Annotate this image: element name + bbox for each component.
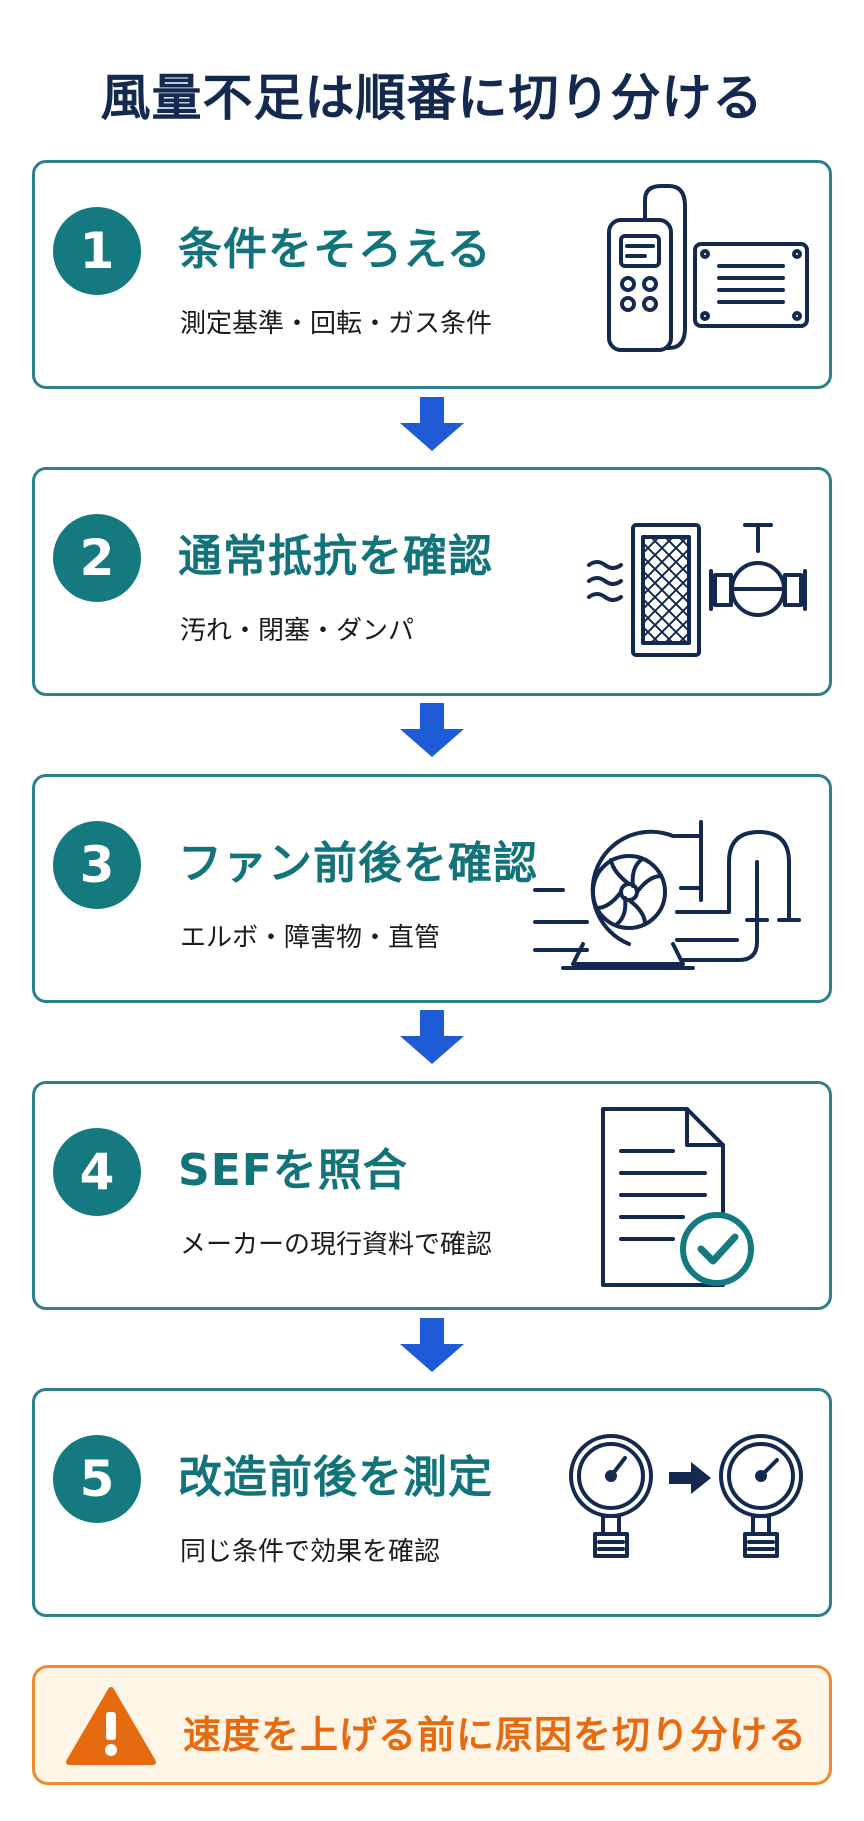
step-number-badge: 2 bbox=[53, 514, 141, 602]
step-description: メーカーの現行資料で確認 bbox=[180, 1230, 493, 1260]
down-arrow-icon bbox=[400, 1318, 464, 1372]
down-arrow-icon bbox=[400, 1010, 464, 1064]
step-card-1: 1 条件をそろえる 測定基準・回転・ガス条件 bbox=[32, 160, 832, 389]
step-number-badge: 4 bbox=[53, 1128, 141, 1216]
down-arrow-icon bbox=[400, 397, 464, 451]
step-heading: ファン前後を確認 bbox=[178, 838, 538, 889]
step-card-4: 4 SEFを照合 メーカーの現行資料で確認 bbox=[32, 1081, 832, 1310]
step-heading: 通常抵抗を確認 bbox=[178, 531, 493, 582]
page-title: 風量不足は順番に切り分ける bbox=[100, 69, 764, 127]
step-description: 同じ条件で効果を確認 bbox=[180, 1537, 441, 1567]
step-number-badge: 1 bbox=[53, 207, 141, 295]
down-arrow-icon bbox=[400, 703, 464, 757]
step-heading: 条件をそろえる bbox=[178, 224, 492, 275]
gauge-comparison-icon bbox=[569, 1434, 803, 1558]
warning-banner: 速度を上げる前に原因を切り分ける bbox=[32, 1665, 832, 1785]
step-card-3: 3 ファン前後を確認 エルボ・障害物・直管 bbox=[32, 774, 832, 1003]
step-card-5: 5 改造前後を測定 同じ条件で効果を確認 bbox=[32, 1388, 832, 1617]
step-heading: 改造前後を測定 bbox=[178, 1452, 493, 1503]
filter-and-damper-icon bbox=[587, 523, 807, 657]
fan-and-elbow-icon bbox=[533, 820, 801, 970]
step-number-badge: 3 bbox=[53, 821, 141, 909]
step-description: 汚れ・閉塞・ダンパ bbox=[180, 616, 415, 646]
step-description: 測定基準・回転・ガス条件 bbox=[180, 309, 493, 339]
step-card-2: 2 通常抵抗を確認 汚れ・閉塞・ダンパ bbox=[32, 467, 832, 696]
meter-and-nameplate-icon bbox=[607, 184, 809, 352]
step-description: エルボ・障害物・直管 bbox=[180, 923, 441, 953]
warning-icon bbox=[66, 1687, 156, 1765]
warning-text: 速度を上げる前に原因を切り分ける bbox=[183, 1713, 808, 1757]
step-number-badge: 5 bbox=[53, 1435, 141, 1523]
document-check-icon bbox=[601, 1107, 754, 1287]
step-heading: SEFを照合 bbox=[178, 1145, 408, 1196]
